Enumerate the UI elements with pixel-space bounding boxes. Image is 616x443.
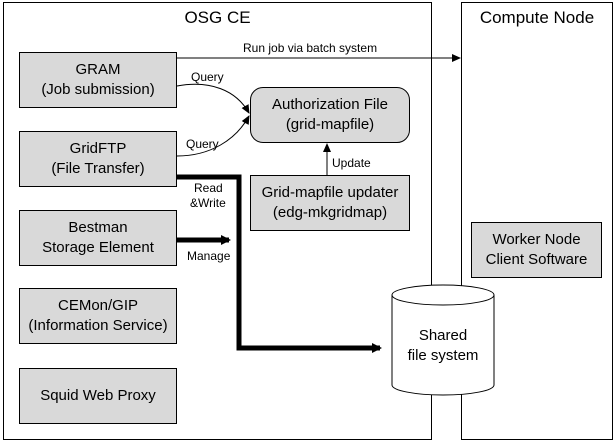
update-label: Update bbox=[332, 156, 371, 170]
shared-file-system-line2: file system bbox=[407, 347, 479, 364]
query-arrow-gridftp bbox=[176, 115, 250, 157]
authorization-file-name: Authorization File bbox=[272, 96, 388, 113]
query-gram-label: Query bbox=[191, 70, 224, 84]
squid-box: Squid Web Proxy bbox=[19, 368, 177, 424]
cemon-box-desc: (Information Service) bbox=[28, 317, 168, 334]
authorization-file-box: Authorization File (grid-mapfile) bbox=[250, 87, 410, 143]
shared-file-system-label: Shared file system bbox=[392, 326, 494, 366]
squid-box-name: Squid Web Proxy bbox=[40, 387, 156, 404]
bestman-box-name: Bestman bbox=[68, 219, 128, 236]
gram-box: GRAM (Job submission) bbox=[19, 52, 177, 108]
worker-node-box: Worker Node Client Software bbox=[471, 222, 602, 278]
shared-file-system-cylinder bbox=[391, 284, 495, 396]
read-write-connector bbox=[177, 174, 382, 353]
bestman-box: Bestman Storage Element bbox=[19, 210, 177, 266]
gridftp-box-name: GridFTP bbox=[69, 140, 127, 157]
manage-label: Manage bbox=[187, 249, 231, 263]
gridmapfile-updater-box: Grid-mapfile updater (edg-mkgridmap) bbox=[250, 175, 410, 231]
read-write-label-line1: Read bbox=[194, 181, 223, 195]
authorization-file-desc: (grid-mapfile) bbox=[285, 116, 375, 133]
worker-node-desc: Client Software bbox=[485, 251, 588, 268]
worker-node-name: Worker Node bbox=[492, 231, 581, 248]
gridmapfile-updater-name: Grid-mapfile updater bbox=[261, 184, 399, 201]
run-job-label: Run job via batch system bbox=[243, 41, 378, 55]
gridftp-box: GridFTP (File Transfer) bbox=[19, 131, 177, 187]
read-write-label-line2: &Write bbox=[190, 196, 226, 210]
query-arrow-gram bbox=[176, 83, 250, 114]
query-gridftp-label: Query bbox=[186, 137, 219, 151]
gridftp-box-desc: (File Transfer) bbox=[51, 160, 145, 177]
cemon-box-name: CEMon/GIP bbox=[57, 297, 139, 314]
compute-node-title: Compute Node bbox=[479, 8, 595, 27]
gram-box-desc: (Job submission) bbox=[41, 81, 155, 98]
gridmapfile-updater-desc: (edg-mkgridmap) bbox=[272, 204, 388, 221]
shared-file-system-line1: Shared bbox=[418, 327, 468, 344]
osg-ce-title: OSG CE bbox=[184, 8, 251, 27]
bestman-box-desc: Storage Element bbox=[42, 239, 154, 256]
gram-box-name: GRAM bbox=[75, 61, 121, 78]
cemon-box: CEMon/GIP (Information Service) bbox=[19, 288, 177, 344]
